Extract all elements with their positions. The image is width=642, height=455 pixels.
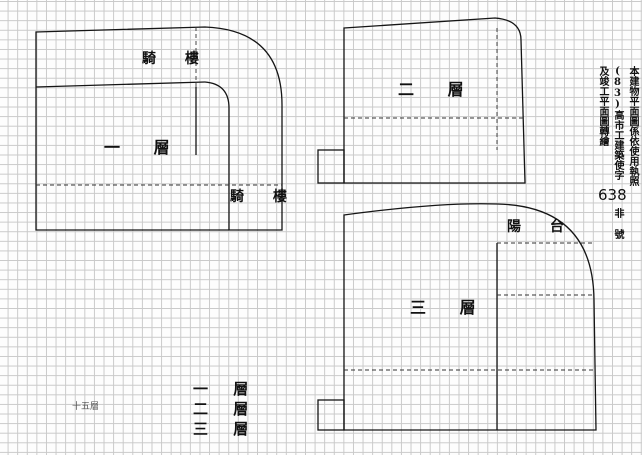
side-text-col3: 及竣工平面圖轉繪 — [597, 66, 608, 146]
floor2-outline — [343, 17, 526, 184]
arcade-side-label: 騎 樓 — [230, 189, 299, 205]
side-text-col1: 本建物平面圖係依使用執照 — [627, 66, 638, 186]
legend-title: 十五層 — [72, 402, 100, 412]
floor2-label: 二 層 — [398, 80, 478, 99]
balcony-label: 陽 台 — [507, 219, 576, 235]
arcade-top-label: 騎 樓 — [142, 51, 211, 67]
floor1-label: 一 層 — [104, 138, 184, 157]
arcade-inner-corner — [204, 81, 230, 230]
floor1-outline — [35, 26, 283, 231]
permit-suffix: 非 號 — [612, 208, 623, 239]
permit-number: 638 — [598, 186, 627, 204]
floor3-label: 三 層 — [410, 298, 490, 317]
legend-row-3: 三 層 — [193, 420, 259, 438]
floor2-stair-box — [317, 149, 345, 184]
floor3-outline — [343, 203, 597, 431]
floor3-stair-box — [317, 399, 345, 431]
legend-row-1: 一 層 — [193, 380, 259, 398]
side-text-col2: (83)高市工建築使字 — [612, 66, 623, 180]
legend-row-2: 二 層 — [193, 400, 259, 418]
arcade-top-divider — [35, 81, 206, 88]
